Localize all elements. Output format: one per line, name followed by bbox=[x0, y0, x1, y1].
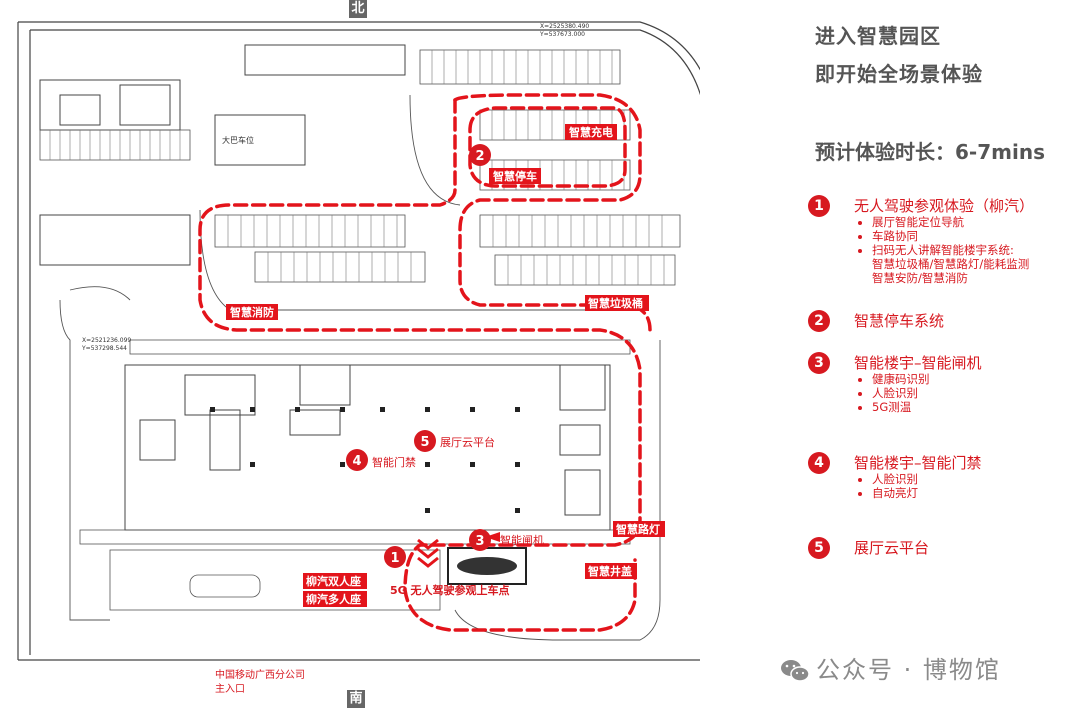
tag-fire-bg bbox=[226, 304, 278, 320]
caption-door: 智能门禁 bbox=[372, 455, 416, 469]
legend-bullet: 自动亮灯 bbox=[872, 486, 918, 500]
caption-gate: 智能闸机 bbox=[500, 533, 544, 547]
marker-4 bbox=[346, 449, 368, 471]
tag-trash-bg bbox=[585, 295, 649, 311]
tag-manhole-bg bbox=[585, 563, 637, 579]
exhibition-hall-building bbox=[124, 364, 611, 531]
building-front-strip bbox=[129, 339, 631, 355]
legend-number-3: 3 bbox=[808, 352, 830, 374]
tag-streetlight: 智慧路灯 bbox=[616, 522, 660, 536]
tag-parking-bg bbox=[489, 168, 541, 184]
north-label: 北 bbox=[349, 0, 367, 18]
marker-5-label: 5 bbox=[420, 435, 429, 450]
entrance-line1: 中国移动广西分公司 bbox=[215, 668, 305, 681]
caption-start: 5G 无人驾驶参观上车点 bbox=[390, 583, 510, 597]
tag-car2: 柳汽多人座 bbox=[306, 592, 361, 606]
tag-car2-bg bbox=[303, 591, 367, 607]
wechat-icon bbox=[781, 660, 810, 682]
logo-oval-icon bbox=[457, 557, 517, 575]
legend-number-2: 2 bbox=[808, 310, 830, 332]
tag-car1-bg bbox=[303, 573, 367, 589]
legend-bullet: 车路协同 bbox=[872, 229, 1029, 243]
experience-duration: 预计体验时长：6-7mins bbox=[815, 140, 1045, 164]
tag-trash: 智慧垃圾桶 bbox=[588, 296, 643, 310]
marker-2-label: 2 bbox=[475, 149, 484, 164]
marker-3 bbox=[469, 529, 491, 551]
tag-charging: 智慧充电 bbox=[569, 125, 613, 139]
building-columns bbox=[210, 407, 520, 513]
stall-dividers bbox=[49, 50, 665, 285]
bus-parking-label: 大巴车位 bbox=[222, 135, 254, 145]
marker-captions: 智能门禁 展厅云平台 智能闸机 5G 无人驾驶参观上车点 中国移动广西分公司 主… bbox=[215, 435, 544, 695]
caption-cloud: 展厅云平台 bbox=[440, 435, 495, 449]
legend-bullet: 人脸识别 bbox=[872, 472, 918, 486]
coords-left-y: Y=537298.544 bbox=[81, 345, 127, 352]
legend-bullet: 5G测温 bbox=[872, 400, 930, 414]
marker-3-label: 3 bbox=[475, 534, 484, 549]
road-curbs bbox=[59, 94, 661, 641]
feature-tags: 智慧充电 智慧停车 智慧消防 智慧垃圾桶 智慧路灯 智慧井盖 柳汽双人座 柳汽多… bbox=[226, 124, 665, 607]
coords-left-x: X=2521236.099 bbox=[82, 337, 131, 344]
legend-title-5: 展厅云平台 bbox=[854, 539, 930, 557]
campus-floor-plan: 大巴车位 bbox=[17, 21, 700, 695]
tag-manhole: 智慧井盖 bbox=[588, 564, 632, 578]
chevron-down-icon bbox=[417, 538, 439, 568]
marker-1 bbox=[384, 546, 406, 568]
tag-fire: 智慧消防 bbox=[230, 305, 274, 319]
tag-streetlight-bg bbox=[613, 521, 665, 537]
intro-heading-line1: 进入智慧园区 bbox=[815, 24, 941, 48]
legend-bullet: 人脸识别 bbox=[872, 386, 930, 400]
tag-charging-bg bbox=[565, 124, 617, 140]
legend-title-3: 智能楼宇–智能闸机 bbox=[854, 354, 982, 372]
marker-5 bbox=[414, 430, 436, 452]
legend-number-5: 5 bbox=[808, 537, 830, 559]
marker-1-label: 1 bbox=[390, 551, 399, 566]
legend-number-1: 1 bbox=[808, 195, 830, 217]
coords-top-y: Y=537673.000 bbox=[539, 31, 585, 38]
marker-4-label: 4 bbox=[352, 454, 361, 469]
legend-bullet: 智慧安防/智慧消防 bbox=[872, 271, 968, 285]
site-outline bbox=[17, 21, 700, 661]
entrance-line2: 主入口 bbox=[215, 683, 245, 695]
watermark: 公众号 · 博物馆 bbox=[780, 650, 1001, 685]
gatehouse-buildings bbox=[39, 44, 406, 266]
legend-number-4: 4 bbox=[808, 452, 830, 474]
legend-bullet: 扫码无人讲解智能楼宇系统: bbox=[872, 243, 1029, 257]
legend-title-2: 智慧停车系统 bbox=[854, 312, 945, 330]
legend-bullet: 展厅智能定位导航 bbox=[872, 215, 1029, 229]
intro-heading-line2: 即开始全场景体验 bbox=[815, 62, 983, 86]
tag-parking: 智慧停车 bbox=[493, 169, 537, 183]
building-entrance-strip bbox=[79, 529, 631, 545]
legend-bullet: 智慧垃圾桶/智慧路灯/能耗监测 bbox=[872, 257, 1030, 271]
coords-top-x: X=2525380.490 bbox=[540, 23, 589, 30]
map-markers: 2 4 5 1 3 bbox=[346, 144, 491, 568]
legend-bullet: 健康码识别 bbox=[872, 372, 930, 386]
parking-stalls bbox=[39, 49, 681, 611]
south-label: 南 bbox=[347, 690, 365, 708]
watermark-text: 公众号 · 博物馆 bbox=[816, 656, 1001, 684]
route-arrow-icon bbox=[485, 532, 500, 542]
legend-title-1: 无人驾驶参观体验（柳汽） bbox=[854, 197, 1035, 215]
marker-2 bbox=[469, 144, 491, 166]
tag-car1: 柳汽双人座 bbox=[306, 574, 361, 588]
legend-title-4: 智能楼宇–智能门禁 bbox=[854, 454, 982, 472]
